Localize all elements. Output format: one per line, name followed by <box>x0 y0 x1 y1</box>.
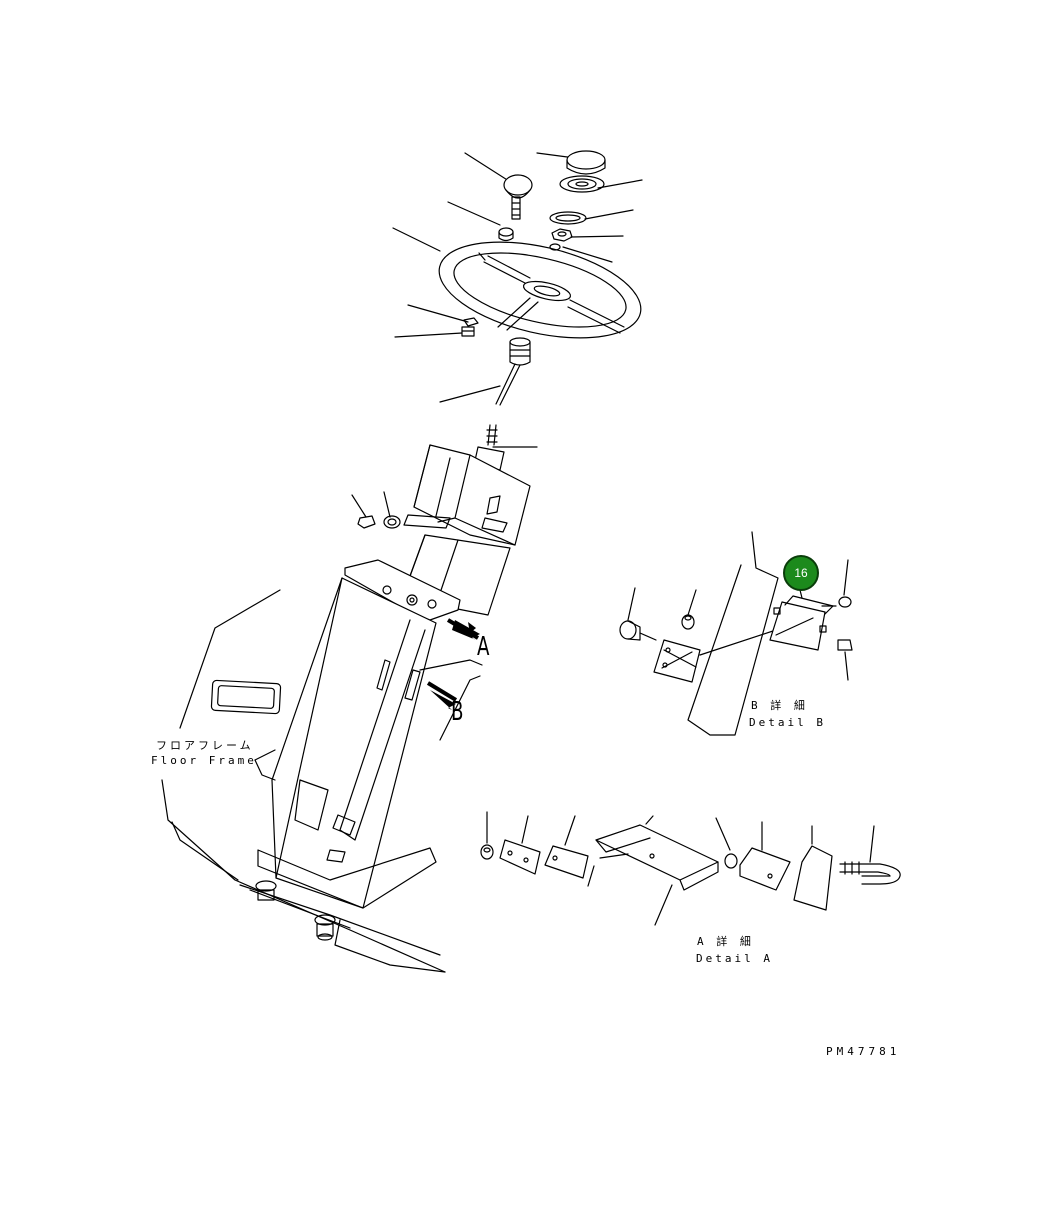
arrow-b-indicator <box>426 681 458 710</box>
arrow-b-label: B <box>451 697 464 727</box>
detail-a-label-en: Detail A <box>696 952 773 965</box>
small-fasteners <box>461 317 479 337</box>
arrow-a-label: A <box>477 632 490 662</box>
knob-part <box>498 174 533 242</box>
arrow-a-indicator <box>446 618 480 640</box>
steering-shaft <box>486 337 531 446</box>
part-callout-16[interactable]: 16 <box>783 555 819 591</box>
horn-cap-stack <box>549 150 606 251</box>
arrow-leaders <box>419 659 483 741</box>
floor-frame-label-en: Floor Frame <box>151 754 257 767</box>
column-body <box>257 534 511 909</box>
drawing-code: PM47781 <box>826 1045 901 1058</box>
column-head-housing <box>403 444 531 546</box>
detail-b-drawing <box>619 531 853 736</box>
detail-b-label-jp: B 詳 細 <box>751 699 808 712</box>
leader-lines-top <box>351 152 643 518</box>
detail-a-label-jp: A 詳 細 <box>697 935 754 948</box>
floor-frame <box>161 589 446 973</box>
detail-b-label-en: Detail B <box>749 716 826 729</box>
steering-wheel <box>438 241 642 339</box>
nuts-left <box>357 515 401 529</box>
detail-a-drawing <box>480 811 901 926</box>
floor-frame-label-jp: フロアフレーム <box>156 739 254 752</box>
